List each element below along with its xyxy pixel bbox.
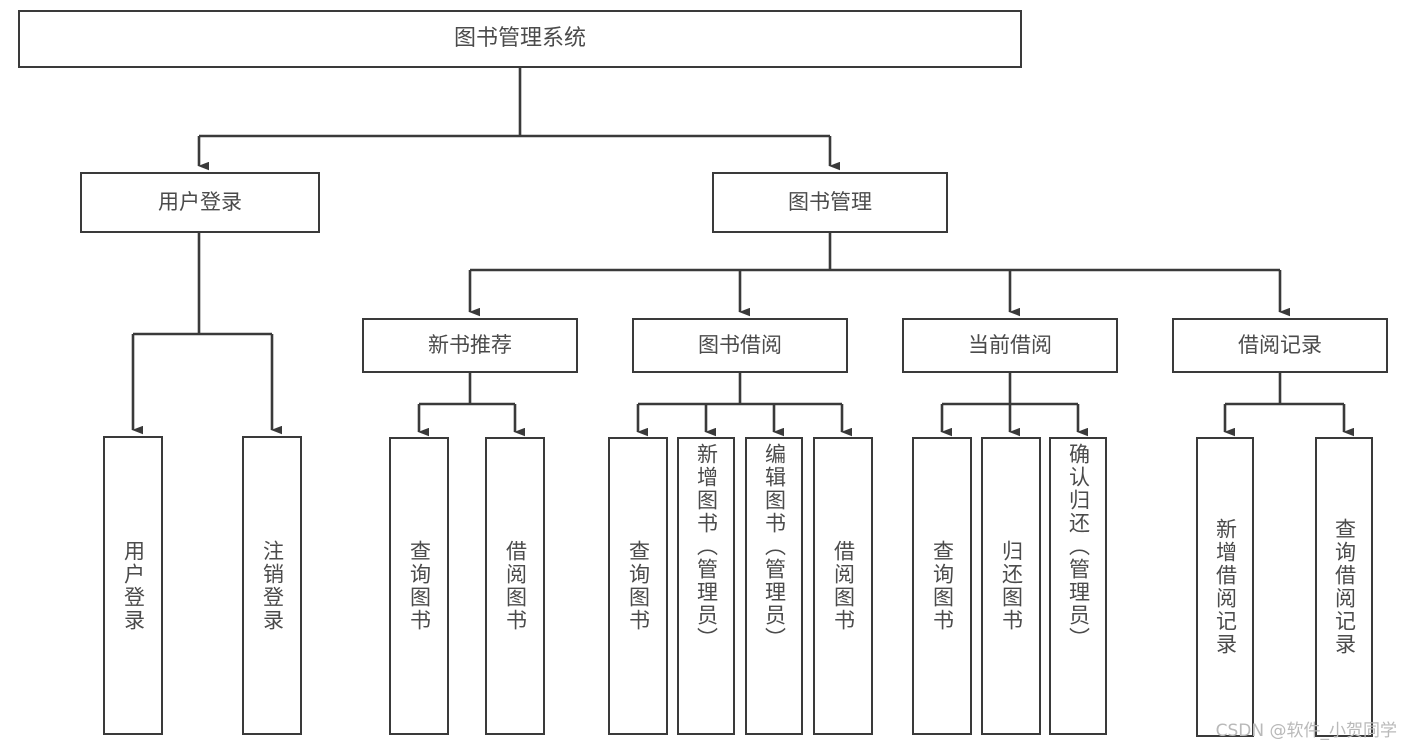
node-current-borrow[interactable]: 当前借阅	[902, 318, 1118, 373]
node-label-new-book-recommend: 新书推荐	[428, 333, 512, 358]
node-leaf-query-record[interactable]: 查询借阅记录	[1315, 437, 1373, 737]
node-leaf-query-book-3[interactable]: 查询图书	[912, 437, 972, 735]
node-label-leaf-return-book: 归还图书	[999, 540, 1024, 632]
node-label-leaf-query-book-3: 查询图书	[930, 540, 955, 632]
node-book-borrow[interactable]: 图书借阅	[632, 318, 848, 373]
node-label-leaf-edit-book: 编辑图书（管理员）	[762, 443, 787, 650]
node-label-leaf-add-record: 新增借阅记录	[1213, 518, 1238, 656]
node-label-leaf-confirm-return: 确认归还（管理员）	[1066, 443, 1091, 650]
node-label-leaf-logout: 注销登录	[260, 539, 285, 632]
node-label-leaf-query-book-1: 查询图书	[407, 540, 432, 632]
node-label-leaf-user-login: 用户登录	[121, 539, 146, 632]
node-user-login[interactable]: 用户登录	[80, 172, 320, 233]
node-label-borrow-record: 借阅记录	[1238, 333, 1322, 358]
node-label-leaf-borrow-book-2: 借阅图书	[831, 540, 856, 632]
node-leaf-borrow-book-2[interactable]: 借阅图书	[813, 437, 873, 735]
node-label-leaf-add-book: 新增图书（管理员）	[694, 443, 719, 650]
node-leaf-query-book-1[interactable]: 查询图书	[389, 437, 449, 735]
node-leaf-add-record[interactable]: 新增借阅记录	[1196, 437, 1254, 737]
node-label-leaf-borrow-book-1: 借阅图书	[503, 540, 528, 632]
node-label-root: 图书管理系统	[453, 26, 586, 52]
node-leaf-logout[interactable]: 注销登录	[242, 436, 302, 735]
node-label-leaf-query-record: 查询借阅记录	[1332, 518, 1357, 656]
node-leaf-user-login[interactable]: 用户登录	[103, 436, 163, 735]
node-root-book-management-system[interactable]: 图书管理系统	[18, 10, 1022, 68]
node-new-book-recommend[interactable]: 新书推荐	[362, 318, 578, 373]
node-label-user-login: 用户登录	[158, 190, 242, 215]
node-label-book-borrow: 图书借阅	[698, 333, 782, 358]
node-label-book-manage: 图书管理	[788, 190, 872, 215]
node-leaf-return-book[interactable]: 归还图书	[981, 437, 1041, 735]
node-book-manage[interactable]: 图书管理	[712, 172, 948, 233]
node-borrow-record[interactable]: 借阅记录	[1172, 318, 1388, 373]
node-leaf-query-book-2[interactable]: 查询图书	[608, 437, 668, 735]
node-leaf-add-book[interactable]: 新增图书（管理员）	[677, 437, 735, 735]
node-leaf-confirm-return[interactable]: 确认归还（管理员）	[1049, 437, 1107, 735]
node-label-current-borrow: 当前借阅	[968, 333, 1052, 358]
node-label-leaf-query-book-2: 查询图书	[626, 540, 651, 632]
node-leaf-edit-book[interactable]: 编辑图书（管理员）	[745, 437, 803, 735]
node-leaf-borrow-book-1[interactable]: 借阅图书	[485, 437, 545, 735]
